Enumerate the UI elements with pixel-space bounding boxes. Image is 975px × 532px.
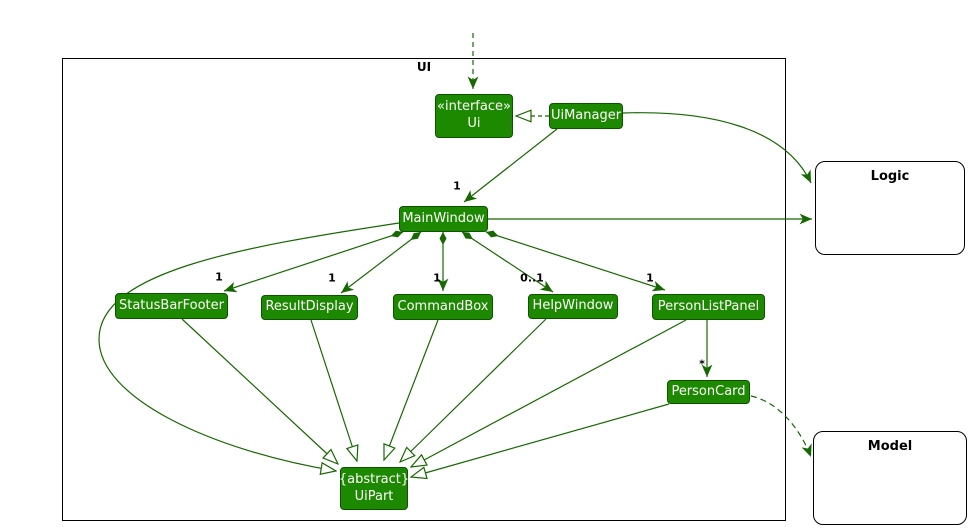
class-uimanager-name: UiManager [550, 107, 622, 123]
component-model-label: Model [867, 439, 913, 454]
class-statusbarfooter: StatusBarFooter [115, 293, 228, 319]
multiplicity-mainwindow-personlistpanel: 1 [646, 271, 654, 285]
edge-helpwindow-extends-uipart [400, 318, 547, 462]
edge-uimanager-mainwindow [463, 128, 558, 203]
edge-resultdisplay-extends-uipart [310, 319, 357, 461]
multiplicity-mainwindow-statusbarfooter: 1 [215, 270, 223, 284]
multiplicity-mainwindow-helpwindow: 0..1 [520, 271, 544, 285]
class-uipart-name: UiPart [354, 488, 394, 504]
multiplicity-uimanager-mainwindow: 1 [453, 179, 461, 193]
class-mainwindow: MainWindow [399, 206, 488, 232]
edge-mainwindow-resultdisplay [340, 231, 422, 294]
edge-personcard-extends-uipart [411, 403, 670, 477]
edge-statusbarfooter-extends-uipart [181, 318, 338, 464]
class-resultdisplay-name: ResultDisplay [265, 299, 354, 315]
edge-commandbox-extends-uipart [384, 319, 439, 460]
class-uipart: {abstract} UiPart [338, 467, 410, 510]
edge-personlistpanel-extends-uipart [411, 319, 687, 467]
class-personcard: PersonCard [667, 380, 750, 404]
class-ui-stereotype: «interface» [437, 99, 511, 115]
component-model: Model [813, 431, 967, 525]
edge-mainwindow-statusbarfooter [223, 230, 404, 293]
class-personlistpanel-name: PersonListPanel [657, 298, 760, 314]
class-commandbox: CommandBox [393, 294, 493, 320]
edge-personcard-model [750, 395, 812, 458]
class-ui-name: Ui [467, 116, 481, 131]
class-personlistpanel: PersonListPanel [652, 294, 765, 320]
ui-package-label: UI [416, 60, 432, 74]
component-logic: Logic [815, 161, 965, 255]
class-commandbox-name: CommandBox [397, 298, 489, 314]
multiplicity-mainwindow-resultdisplay: 1 [328, 271, 336, 285]
ui-package-frame [62, 58, 786, 521]
edge-mainwindow-extends-uipart [98, 222, 400, 471]
multiplicity-mainwindow-commandbox: 1 [433, 271, 441, 285]
component-logic-label: Logic [870, 169, 910, 184]
edge-mainwindow-personlistpanel [485, 230, 666, 292]
class-helpwindow-name: HelpWindow [532, 298, 614, 314]
class-statusbarfooter-name: StatusBarFooter [118, 297, 224, 313]
class-resultdisplay: ResultDisplay [261, 295, 358, 320]
class-ui-interface: «interface» Ui [435, 94, 513, 138]
class-uipart-modifier: {abstract} [338, 471, 410, 487]
edge-uimanager-logic [622, 112, 812, 184]
class-helpwindow: HelpWindow [528, 294, 618, 319]
class-uimanager: UiManager [549, 103, 623, 129]
class-personcard-name: PersonCard [671, 383, 746, 399]
multiplicity-personlistpanel-personcard: * [699, 357, 705, 371]
class-mainwindow-name: MainWindow [402, 210, 485, 226]
